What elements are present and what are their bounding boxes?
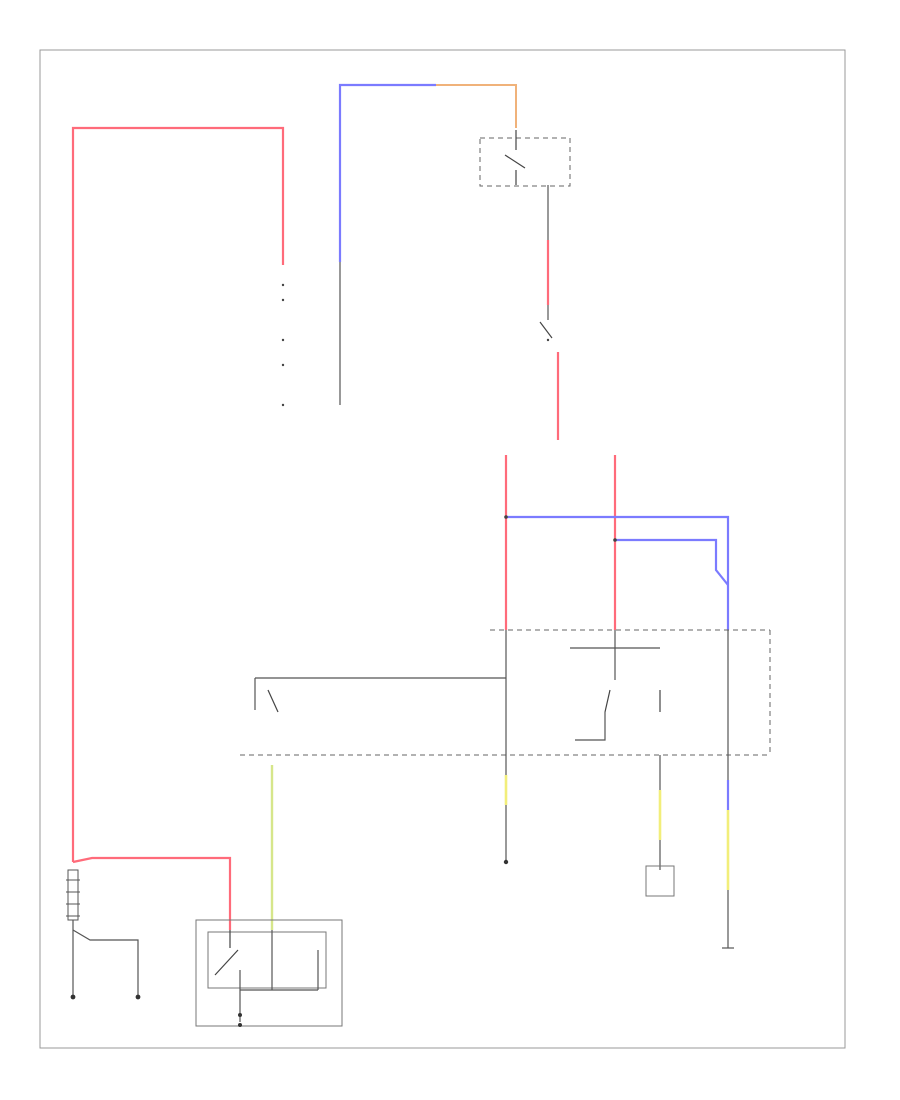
battery-feed-wire bbox=[71, 126, 285, 930]
blue-crossover-wires bbox=[504, 515, 730, 630]
starter-motor-assembly bbox=[195, 919, 343, 1027]
engine-control-unit bbox=[240, 629, 771, 756]
fusible-link-block bbox=[281, 283, 285, 407]
inhibitor-switch bbox=[539, 321, 560, 440]
ignition-feed-wire bbox=[338, 83, 517, 405]
immobilizer-unit bbox=[645, 865, 675, 897]
diagram-frame bbox=[39, 49, 846, 1049]
ecu-lower-wires bbox=[270, 755, 734, 949]
ignition-switch bbox=[479, 130, 571, 187]
battery bbox=[66, 869, 141, 1000]
fuse-output-wires bbox=[504, 455, 617, 630]
